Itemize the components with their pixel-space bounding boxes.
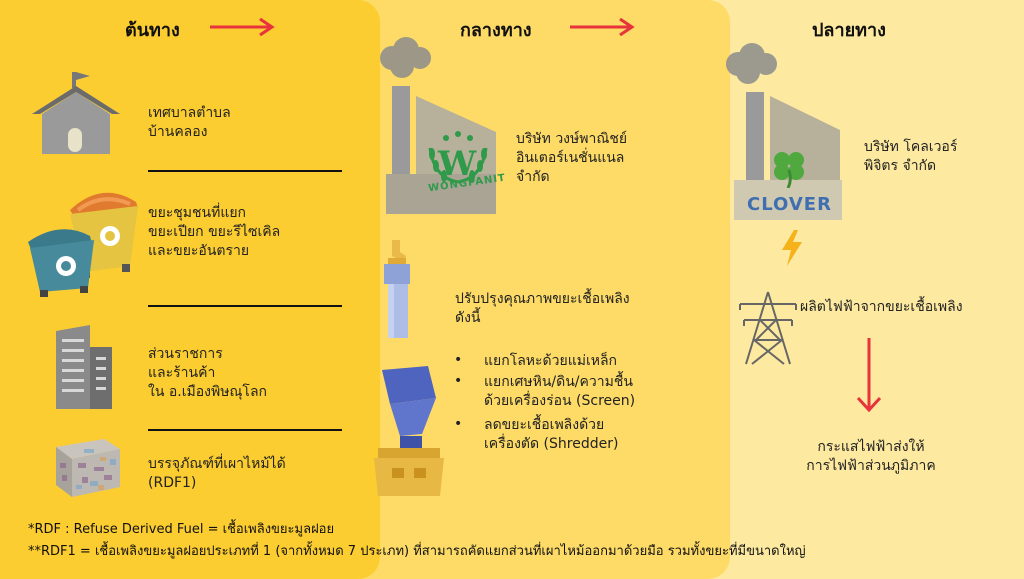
house-icon (32, 72, 120, 154)
grid-delivery-text: กระแสไฟฟ้าส่งให้ การไฟฟ้าส่วนภูมิภาค (806, 439, 936, 474)
source-item-municipality: เทศบาลตำบล บ้านคลอง (148, 105, 231, 140)
middle-company: บริษัท วงษ์พาณิชย์ อินเตอร์เนชั่นแนล จำก… (516, 131, 628, 185)
arrow-down-icon (856, 338, 882, 413)
rdf-bale-icon (56, 439, 120, 497)
power-tower-icon (739, 291, 797, 365)
office-building-icon (56, 325, 112, 409)
end-company: บริษัท โคลเวอร์ พิจิตร จำกัด (864, 139, 958, 174)
clover-logo-text: CLOVER (747, 194, 832, 215)
bullet: • (454, 352, 463, 368)
lightning-icon (782, 230, 802, 266)
arrow-right-icon (210, 17, 275, 37)
shredder-icon (374, 366, 444, 496)
heading-source: ต้นทาง (125, 20, 180, 41)
arrow-right-icon (570, 17, 635, 37)
heading-end: ปลายทาง (812, 20, 886, 41)
footnote-rdf1: **RDF1 = เชื้อเพลิงขยะมูลฝอยประเภทที่ 1 … (28, 544, 806, 559)
process-step-magnet: แยกโลหะด้วยแม่เหล็ก (484, 353, 618, 369)
source-item-rdf1: บรรจุภัณฑ์ที่เผาไหม้ได้ (RDF1) (148, 456, 286, 491)
clover-icon (774, 152, 804, 188)
source-item-community-waste: ขยะชุมชนที่แยก ขยะเปียก ขยะรีไซเคิล และข… (148, 205, 281, 259)
laurel-icon (428, 131, 488, 184)
wongpanit-logo-letter: W (438, 144, 477, 184)
footnote-rdf: *RDF : Refuse Derived Fuel = เชื้อเพลิงข… (28, 522, 335, 537)
bins-icon (28, 192, 138, 297)
process-step-shredder: ลดขยะเชื้อเพลิงด้วย เครื่องตัด (Shredder… (484, 417, 619, 452)
bullet: • (454, 416, 463, 432)
magnet-icon (384, 240, 410, 338)
power-generation-text: ผลิตไฟฟ้าจากขยะเชื้อเพลิง (800, 299, 963, 315)
divider (148, 429, 342, 431)
factory-icon (726, 43, 842, 220)
divider (148, 170, 342, 172)
divider (148, 305, 342, 307)
heading-middle: กลางทาง (460, 20, 532, 41)
source-item-government-shops: ส่วนราชการ และร้านค้า ใน อ.เมืองพิษณุโลก (148, 346, 267, 400)
process-step-screen: แยกเศษหิน/ดิน/ความชื้น ด้วยเครื่องร่อน (… (484, 374, 636, 409)
bullet: • (454, 373, 463, 389)
process-title: ปรับปรุงคุณภาพขยะเชื้อเพลิง ดังนี้ (455, 291, 630, 326)
